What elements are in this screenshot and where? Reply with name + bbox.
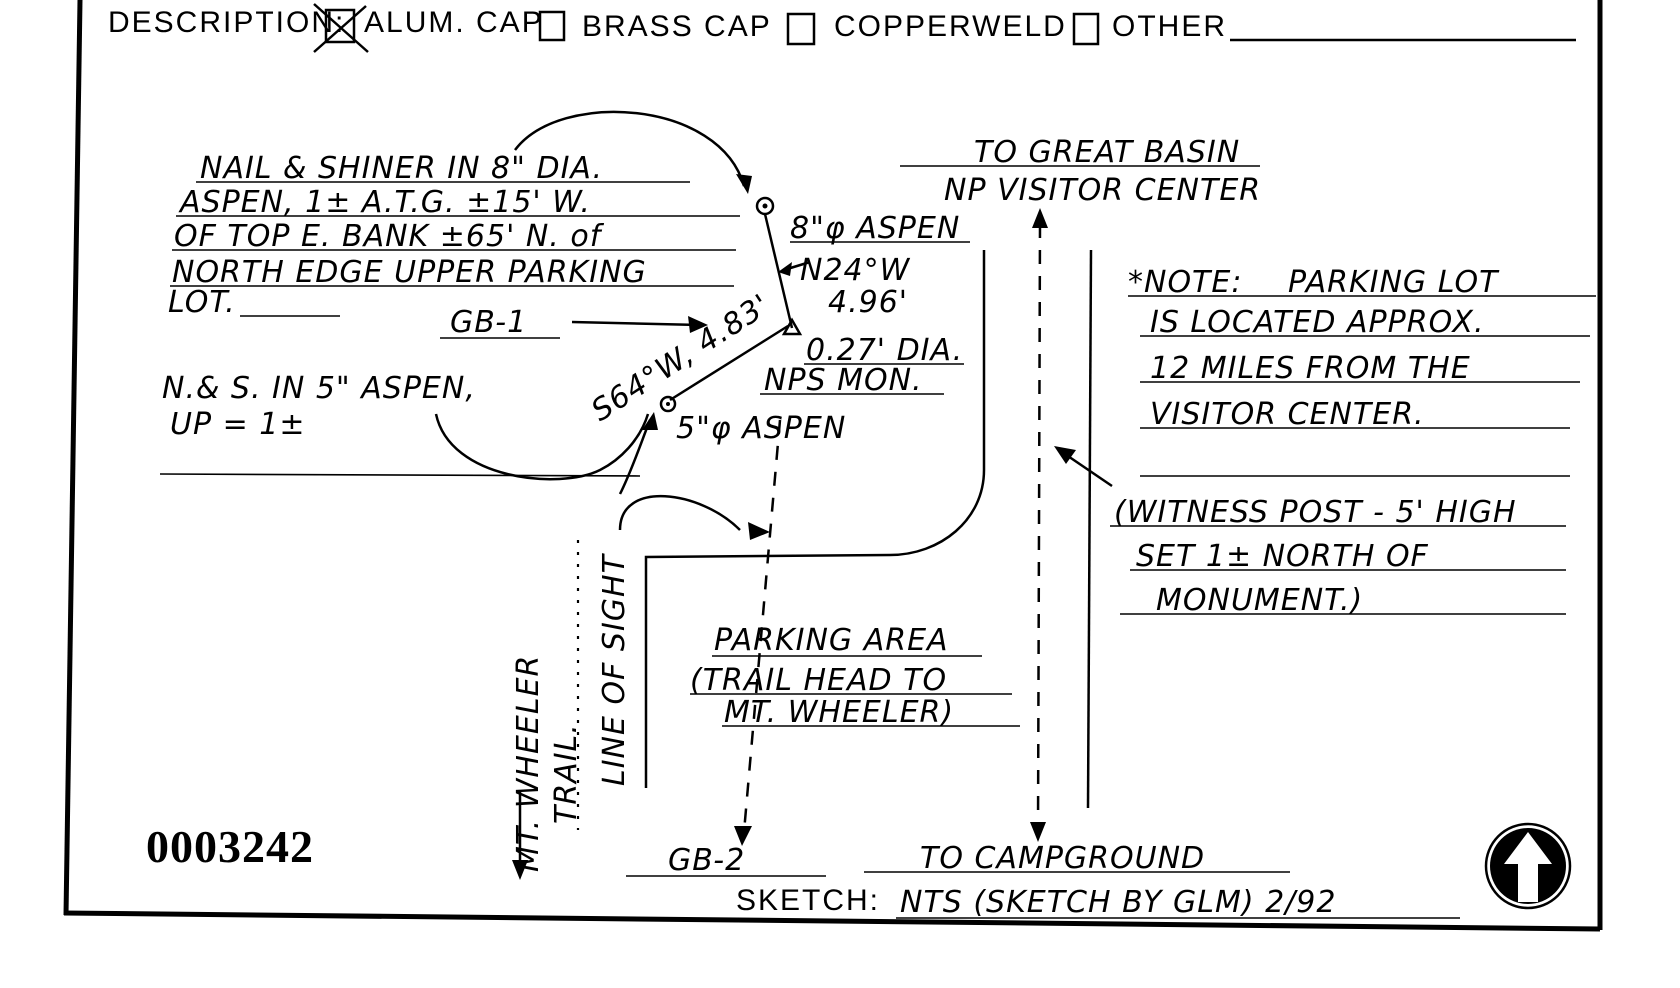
witness-line-3: MONUMENT.) [1156,583,1363,618]
trail-label-2: TRAIL. [549,723,584,824]
to-campground-label: TO CAMPGROUND [920,841,1205,876]
gb2-label: GB-2 [668,843,745,878]
parking-area-label: PARKING AREA [714,623,949,658]
option-alum-cap-label: ALUM. CAP [364,6,544,39]
ns-to-aspen-curve [434,413,650,481]
stamp-number: 0003242 [146,821,314,872]
to-great-basin-1: TO GREAT BASIN [974,135,1240,170]
distance-north-label: 4.96' [828,285,908,320]
note-line-4: NORTH EDGE UPPER PARKING [172,255,647,290]
aspen-5-label: 5"φ ASPEN [676,411,846,446]
note-line-1: NAIL & SHINER IN 8" DIA. [200,151,603,186]
note-to-nail-arrow [514,110,746,187]
monument-label-2: NPS MON. [764,363,923,398]
bearing-north-label: N24°W [800,253,911,288]
note-line-5: LOT. [168,285,236,320]
checkbox-checked-icon[interactable] [313,3,369,53]
bearing-arrowhead [778,262,792,276]
option-other-label: OTHER [1112,10,1227,43]
gb1-label: GB-1 [450,305,527,340]
sketch-value: NTS (SKETCH BY GLM) 2/92 [900,885,1336,920]
sketch-label: SKETCH: [736,884,880,917]
gb1-arrow [571,316,708,333]
witness-line-2: SET 1± NORTH OF [1136,539,1429,574]
checkbox-empty-icon[interactable] [538,10,566,42]
right-notes: *NOTE: PARKING LOT IS LOCATED APPROX. 12… [1110,265,1596,618]
witness-line-1: (WITNESS POST - 5' HIGH [1114,495,1517,530]
ns-line-1: N.& S. IN 5" ASPEN, [162,371,476,406]
option-brass-cap-label: BRASS CAP [582,10,772,43]
trail-label-1: MT. WHEELER [511,655,546,872]
note-line-3: OF TOP E. BANK ±65' N. of [174,219,605,254]
parking-area-sub-2: MT. WHEELER) [724,695,954,730]
option-copperweld-label: COPPERWELD [834,10,1067,43]
note-to-nail-arrowhead [736,174,752,194]
note-line-a: PARKING LOT [1288,265,1500,300]
north-arrow-icon [1484,822,1572,910]
note-line-d: VISITOR CENTER. [1150,397,1425,432]
line-of-sight-curve [618,495,741,531]
parking-lot-outline [644,249,1093,809]
centerline-dashed [1036,223,1042,831]
checkbox-empty-icon[interactable] [1072,12,1100,46]
line-of-sight-label: LINE OF SIGHT [597,552,632,786]
ns-line-2: UP = 1± [170,407,305,442]
note-line-c: 12 MILES FROM THE [1150,351,1471,386]
monument-label-1: 0.27' DIA. [806,333,963,368]
note-line-b: IS LOCATED APPROX. [1150,305,1484,340]
checkbox-empty-icon[interactable] [786,12,816,46]
sheet-border [63,0,1603,932]
parking-area-sub-1: (TRAIL HEAD TO [690,663,947,698]
note-label: *NOTE: [1128,265,1242,300]
line-of-sight-dashed [742,419,782,833]
note-line-2: ASPEN, 1± A.T.G. ±15' W. [178,185,591,220]
aspen-5-arrow [618,419,652,495]
aspen-8-label: 8"φ ASPEN [790,211,960,246]
bearing-south-label: S64°W, 4.83' [585,287,776,428]
description-label: DESCRIPTION: [108,6,345,39]
to-great-basin-2: NP VISITOR CENTER [944,173,1261,208]
survey-ties [659,196,803,413]
left-notes: NAIL & SHINER IN 8" DIA. ASPEN, 1± A.T.G… [159,151,740,477]
